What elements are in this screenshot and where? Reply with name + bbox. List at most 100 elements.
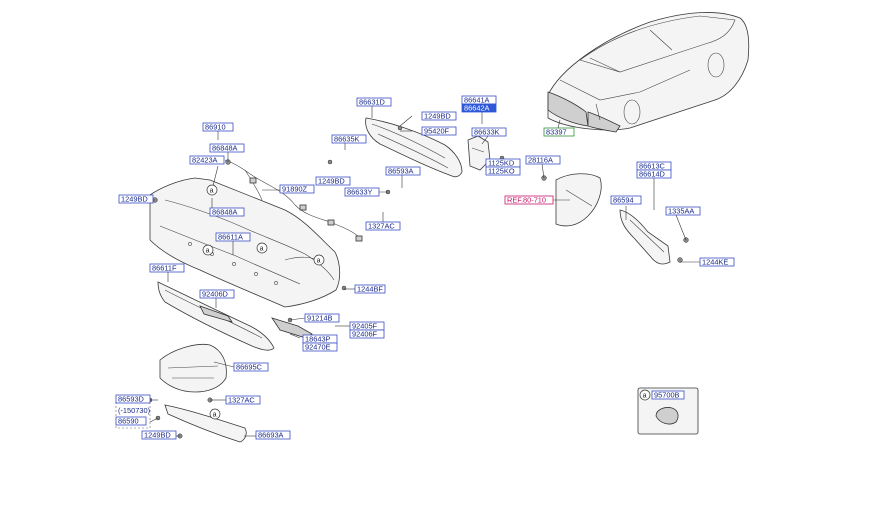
svg-text:86613C: 86613C [639,162,666,171]
svg-text:86848A: 86848A [212,144,238,153]
label-28116A[interactable]: 28116A [525,155,561,165]
label-86695C[interactable]: 86695C [233,362,269,372]
svg-text:83397: 83397 [546,128,567,137]
label-1249BD-bottom[interactable]: 1249BD [141,430,177,440]
svg-text:1249BD: 1249BD [121,195,148,204]
label-ref-80-710[interactable]: REF.80-710 [504,195,554,205]
label-86635K[interactable]: 86635K [331,134,367,144]
label-92406F[interactable]: 92406F [349,329,385,339]
svg-text:1249BD: 1249BD [318,177,345,186]
label-86631D[interactable]: 86631D [356,98,392,107]
svg-text:86635K: 86635K [334,135,360,144]
label-1244KE[interactable]: 1244KE [699,257,735,267]
svg-text:86611F: 86611F [152,264,177,273]
lower-trim-plate [164,404,247,443]
svg-text:1125KO: 1125KO [488,167,515,176]
label-95700B[interactable]: 95700B [651,390,685,400]
label-1125KO[interactable]: 1125KO [485,166,521,176]
svg-text:1327AC: 1327AC [228,396,255,405]
svg-text:86693A: 86693A [258,431,284,440]
label-86594[interactable]: 86594 [610,195,642,205]
reference-markers: a a a a a a [202,184,651,420]
marker-a-6-text: a [643,392,647,399]
label-86611A[interactable]: 86611A [215,232,251,242]
part-labels: 86910 86848A 82423A 1249BD 86848A 86611A… [115,96,735,440]
ref-bracket [555,173,602,227]
svg-text:86590: 86590 [118,417,139,426]
leader-lines [149,106,700,437]
svg-text:86611A: 86611A [218,233,243,242]
under-cover [159,343,227,393]
label-1327AC-bottom[interactable]: 1327AC [225,395,261,405]
svg-text:95700B: 95700B [654,391,680,400]
svg-text:86593D: 86593D [118,395,144,404]
svg-text:18643P: 18643P [305,335,331,344]
label-92406D[interactable]: 92406D [199,289,235,299]
label-92470E[interactable]: 92470E [302,342,338,352]
svg-text:86642A: 86642A [464,104,490,113]
svg-text:1249BD: 1249BD [144,431,171,440]
upper-reinforcement-beam [365,117,463,178]
label-91890Z[interactable]: 91890Z [279,184,315,194]
label-1249BD-left[interactable]: 1249BD [118,194,154,204]
svg-text:1335AA: 1335AA [668,207,694,216]
label-82423A[interactable]: 82423A [189,155,225,165]
rear-bumper-cover [149,177,341,308]
car-illustration [547,12,750,133]
label-86848A-mid[interactable]: 86848A [209,207,245,217]
label-1249BD-top[interactable]: 1249BD [421,112,457,121]
svg-text:86910: 86910 [205,123,226,132]
marker-a-4-text: a [317,257,321,264]
label-86614D[interactable]: 86614D [636,169,672,179]
svg-text:28116A: 28116A [528,156,553,165]
label-86848A-top[interactable]: 86848A [209,143,245,153]
svg-text:95420F: 95420F [424,127,450,136]
side-bracket-right [619,209,671,265]
label-date-range: (-150730) [118,406,150,415]
label-86633Y[interactable]: 86633Y [344,187,380,197]
label-86693A[interactable]: 86693A [255,430,291,440]
label-86642A[interactable]: 86642A [461,104,497,113]
label-1335AA[interactable]: 1335AA [665,206,701,216]
svg-text:86594: 86594 [613,196,634,205]
marker-a-1 [206,184,218,196]
svg-text:92470E: 92470E [305,343,331,352]
label-86910[interactable]: 86910 [202,122,234,132]
svg-text:86631D: 86631D [359,98,385,107]
label-86593A[interactable]: 86593A [385,166,421,176]
svg-text:91890Z: 91890Z [282,185,308,194]
svg-text:92405F: 92405F [352,322,378,331]
marker-a-2-text: a [206,247,210,254]
label-86593D[interactable]: 86593D [115,394,151,404]
marker-a-6 [639,389,651,401]
svg-text:86695C: 86695C [236,363,263,372]
label-86590[interactable]: 86590 [115,416,147,426]
label-86611F[interactable]: 86611F [149,263,185,273]
label-95420F[interactable]: 95420F [421,126,457,136]
svg-text:86593A: 86593A [388,167,414,176]
label-91214B[interactable]: 91214B [304,313,340,323]
svg-text:86641A: 86641A [464,96,490,105]
svg-text:1244BF: 1244BF [357,285,383,294]
svg-text:86633Y: 86633Y [347,188,373,197]
svg-text:86633K: 86633K [474,128,500,137]
wiring-harness [224,159,363,242]
svg-text:91214B: 91214B [307,314,333,323]
svg-text:82423A: 82423A [192,156,218,165]
label-83397[interactable]: 83397 [543,127,575,137]
label-1327AC-top[interactable]: 1327AC [365,221,401,231]
parking-sensor [637,387,699,435]
svg-text:1249BD: 1249BD [424,112,451,121]
svg-text:92406F: 92406F [352,330,378,339]
marker-a-5-text: a [213,411,217,418]
label-1249BD-mid[interactable]: 1249BD [315,176,351,186]
marker-a-2 [202,244,214,256]
svg-text:1125KD: 1125KD [488,159,514,168]
label-86633K[interactable]: 86633K [471,127,507,137]
marker-a-1-text: a [210,187,214,194]
label-1244BF[interactable]: 1244BF [354,284,386,294]
svg-text:92406D: 92406D [202,290,228,299]
svg-text:REF.80-710: REF.80-710 [507,196,546,205]
svg-text:1327AC: 1327AC [368,222,395,231]
